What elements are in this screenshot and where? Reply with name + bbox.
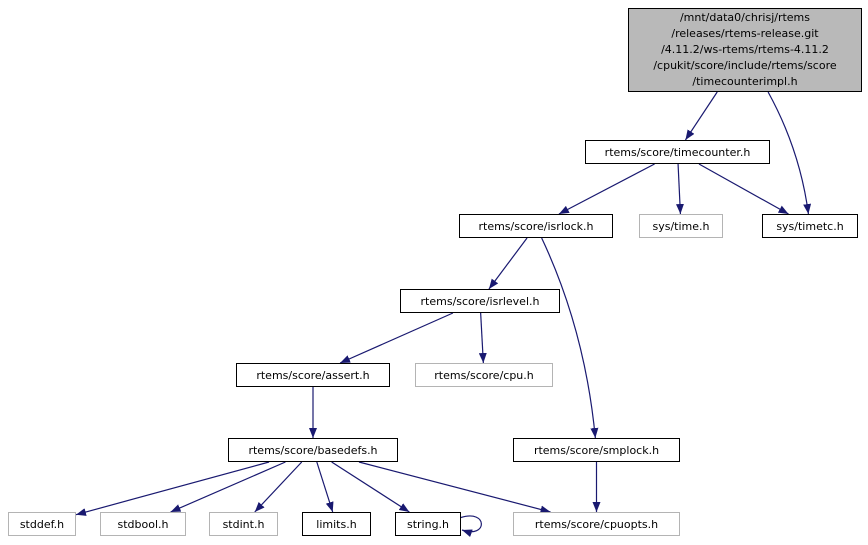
- graph-node-label: /releases/rtems-release.git: [671, 27, 819, 40]
- graph-node-string[interactable]: string.h: [395, 512, 461, 536]
- graph-node-label: /4.11.2/ws-rtems/rtems-4.11.2: [661, 43, 829, 56]
- graph-node-label: rtems/score/cpuopts.h: [534, 517, 659, 531]
- graph-node-label: stddef.h: [19, 517, 65, 531]
- graph-node-label: rtems/score/basedefs.h: [248, 443, 378, 457]
- graph-node-cpu: rtems/score/cpu.h: [415, 363, 553, 387]
- edge-basedefs-limits: [316, 461, 334, 513]
- graph-node-label: sys/timetc.h: [776, 219, 844, 233]
- edge-isrlock-isrlevel: [488, 237, 528, 290]
- edge-basedefs-stdbool: [170, 461, 286, 513]
- graph-node-stddef: stddef.h: [8, 512, 76, 536]
- graph-node-label: rtems/score/assert.h: [256, 368, 370, 382]
- graph-node-stdbool: stdbool.h: [100, 512, 186, 536]
- edge-root-systimetc: [767, 91, 812, 215]
- edge-string-string: [460, 515, 482, 538]
- graph-node-isrlock[interactable]: rtems/score/isrlock.h: [459, 214, 613, 238]
- edge-timecounter-isrlock: [558, 163, 655, 215]
- graph-node-label: rtems/score/isrlevel.h: [420, 294, 540, 308]
- edge-timecounter-systimetc: [698, 163, 789, 215]
- graph-node-label: rtems/score/smplock.h: [533, 443, 660, 457]
- graph-node-label: sys/time.h: [652, 219, 710, 233]
- graph-node-timecounter[interactable]: rtems/score/timecounter.h: [585, 140, 770, 164]
- graph-node-label: rtems/score/isrlock.h: [478, 219, 594, 233]
- edge-basedefs-cpuopts: [358, 461, 551, 514]
- graph-node-label: /cpukit/score/include/rtems/score: [653, 59, 837, 72]
- graph-node-label: /mnt/data0/chrisj/rtems: [679, 11, 811, 24]
- graph-node-label: stdbool.h: [117, 517, 169, 531]
- graph-node-label: string.h: [406, 517, 450, 531]
- graph-node-systimetc[interactable]: sys/timetc.h: [762, 214, 858, 238]
- edge-isrlevel-cpu: [478, 312, 487, 364]
- graph-node-label: limits.h: [316, 517, 357, 531]
- graph-node-stdint: stdint.h: [209, 512, 278, 536]
- graph-node-label: rtems/score/cpu.h: [434, 368, 534, 382]
- graph-node-limits[interactable]: limits.h: [302, 512, 371, 536]
- graph-node-root: /mnt/data0/chrisj/rtems/releases/rtems-r…: [628, 8, 862, 92]
- edge-timecounter-systime: [675, 163, 684, 215]
- edge-root-timecounter: [684, 91, 718, 141]
- graph-node-smplock[interactable]: rtems/score/smplock.h: [513, 438, 680, 462]
- edge-isrlock-smplock: [541, 237, 599, 439]
- graph-node-basedefs[interactable]: rtems/score/basedefs.h: [228, 438, 398, 462]
- graph-node-label: rtems/score/timecounter.h: [604, 145, 751, 159]
- graph-node-label: /timecounterimpl.h: [692, 75, 798, 88]
- edge-basedefs-stddef: [75, 461, 270, 516]
- graph-node-isrlevel[interactable]: rtems/score/isrlevel.h: [400, 289, 560, 313]
- edge-basedefs-string: [331, 461, 410, 513]
- graph-node-cpuopts: rtems/score/cpuopts.h: [513, 512, 680, 536]
- edge-isrlevel-assert: [339, 312, 454, 364]
- graph-node-assert[interactable]: rtems/score/assert.h: [236, 363, 390, 387]
- graph-node-label: stdint.h: [222, 517, 265, 531]
- graph-node-systime: sys/time.h: [639, 214, 723, 238]
- edge-basedefs-stdint: [254, 461, 303, 513]
